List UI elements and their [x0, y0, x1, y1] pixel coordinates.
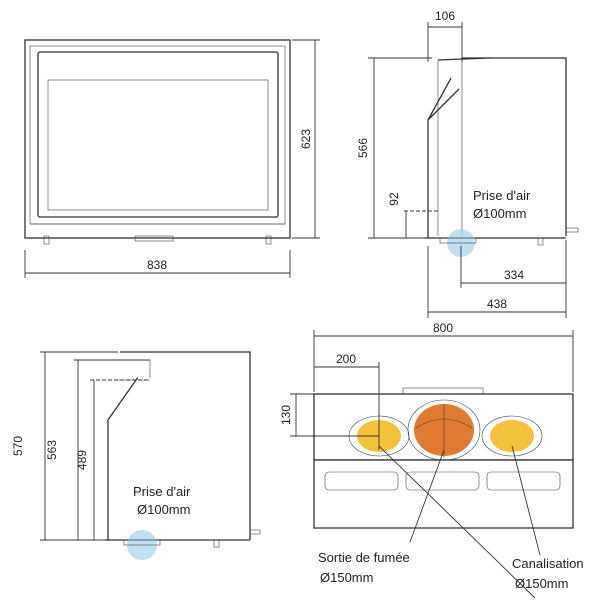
front-height-label: 623 — [299, 129, 313, 149]
top-lower-body — [313, 459, 574, 529]
top-slot-middle — [405, 471, 480, 491]
top-200-label: 200 — [336, 352, 356, 366]
side-top-334-label: 334 — [504, 268, 524, 282]
side-top-outline — [437, 57, 567, 236]
front-foot-right — [265, 235, 272, 245]
side-bottom-air-inlet-title: Prise d'air — [133, 484, 191, 499]
side-view-top: 566 106 92 334 438 Prise d'air Ø100mm — [356, 9, 579, 318]
side-bottom-inlet-plate — [123, 539, 161, 546]
side-top-438-label: 438 — [487, 297, 507, 311]
top-collar — [402, 387, 484, 395]
top-800-label: 800 — [433, 321, 453, 335]
front-foot-left — [43, 235, 50, 245]
side-top-foot — [537, 237, 544, 246]
top-flue-title: Sortie de fumée — [318, 550, 410, 565]
top-duct-size: Ø150mm — [515, 576, 568, 591]
side-top-inlet-height-label: 92 — [387, 192, 401, 206]
side-view-bottom: 570 563 489 Prise d'air Ø100mm — [11, 351, 261, 560]
side-bottom-outline — [120, 351, 251, 540]
top-duct-title: Canalisation — [512, 556, 584, 571]
side-bottom-570-label: 570 — [11, 436, 25, 456]
front-width-label: 838 — [147, 258, 167, 272]
front-glass-window — [47, 79, 269, 211]
top-duct-right-ring — [481, 415, 543, 457]
side-top-height-label: 566 — [356, 138, 370, 158]
top-slot-left — [324, 471, 399, 491]
top-flue-size: Ø150mm — [320, 570, 373, 585]
top-duct-right-fill — [490, 420, 534, 452]
top-flue-ring — [407, 399, 481, 461]
front-view: 838 623 — [24, 39, 320, 278]
side-bottom-563-label: 563 — [45, 440, 59, 460]
top-duct-left-leader — [378, 445, 536, 599]
side-top-offset-label: 106 — [435, 9, 455, 23]
side-top-air-inlet-size: Ø100mm — [473, 206, 526, 221]
side-bottom-air-inlet-size: Ø100mm — [137, 502, 190, 517]
side-bottom-handle — [249, 529, 261, 535]
front-glass-outer — [37, 51, 279, 218]
top-flue-leader — [409, 449, 445, 543]
side-top-inlet-plate — [439, 237, 477, 244]
side-top-air-inlet-title: Prise d'air — [473, 188, 531, 203]
side-bottom-foot — [213, 539, 220, 548]
side-bottom-489-label: 489 — [75, 450, 89, 470]
top-view: 800 200 130 Sortie de fumée Ø150mm Canal… — [279, 321, 584, 599]
front-base-plate — [134, 235, 174, 242]
top-duct-right-leader — [511, 445, 541, 556]
top-130-label: 130 — [279, 405, 293, 425]
side-top-handle — [565, 227, 579, 233]
